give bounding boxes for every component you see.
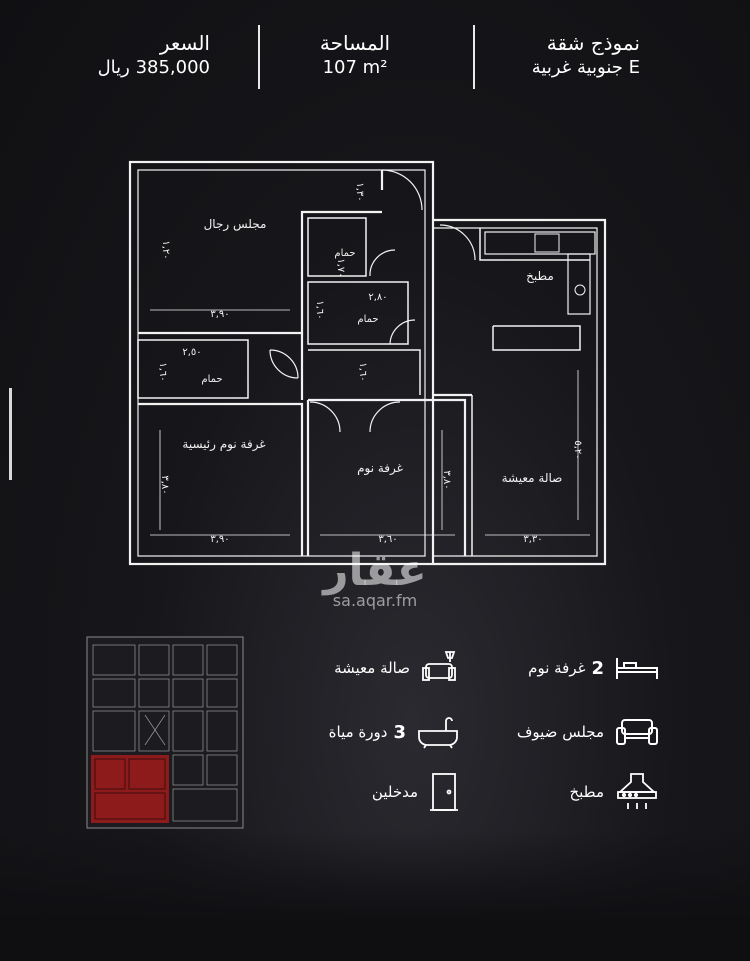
dim-bath2-width: ٢,٨٠ (368, 292, 387, 303)
header-divider (258, 25, 260, 89)
price-title: السعر (159, 31, 210, 55)
dim-majlis-width: ٣,٩٠ (210, 309, 229, 320)
range-hood-icon (617, 773, 657, 809)
aqar-watermark: عقار sa.aqar.fm (300, 545, 450, 610)
dim-bath3-height: ١,٦٠ (157, 362, 168, 381)
dim-bath1-height: ١,٧٠ (335, 258, 346, 277)
bathrooms-count: 3 (393, 721, 406, 743)
outer-wall-left (128, 160, 435, 566)
price-value: 385,000 ريال (97, 57, 210, 78)
dim-bath3-width: ٢,٥٠ (182, 347, 201, 358)
feature-entrances: مدخلين (290, 770, 460, 814)
dim-living-height: ٥,٢٠ (572, 440, 583, 459)
sofa-icon (616, 719, 658, 745)
room-label-living: صالة معيشة (502, 471, 563, 485)
bathtub-icon (418, 717, 458, 749)
feature-majlis: مجلس ضيوف (490, 710, 660, 754)
door-icon (430, 773, 458, 811)
aqar-url: sa.aqar.fm (332, 591, 418, 610)
area-block: المساحة 107 m² (300, 30, 410, 90)
room-label-majlis: مجلس رجال (204, 217, 267, 232)
kitchen-label: مطبخ (569, 783, 604, 801)
header-divider (473, 25, 475, 89)
dim-hall-height: ١,٣٠ (354, 182, 365, 201)
model-value: E جنوبية غربية (531, 57, 640, 78)
feature-bathrooms: 3 دورة مياة (290, 710, 460, 754)
area-value: 107 m² (322, 57, 388, 78)
area-title: المساحة (319, 31, 391, 55)
room-label-bath2: حمام (357, 314, 378, 325)
bedrooms-label: غرفة نوم (528, 659, 586, 677)
floor-plan: مجلس رجال حمام حمام حمام مطبخ غرفة نوم ر… (128, 160, 607, 566)
feature-kitchen: مطبخ (490, 770, 660, 814)
room-label-bath1: حمام (334, 248, 355, 259)
model-block: نموذج شقة E جنوبية غربية (490, 30, 640, 90)
room-label-master: غرفة نوم رئيسية (182, 437, 265, 452)
bed-icon (616, 658, 658, 679)
bottom-fade (0, 830, 750, 961)
room-label-kitchen: مطبخ (526, 269, 554, 283)
dim-corridor-width: ١,٦٠ (357, 362, 368, 381)
dim-bedroom-width: ٣,٦٠ (378, 534, 397, 545)
feature-living: صالة معيشة (290, 646, 460, 690)
room-label-bedroom: غرفة نوم (357, 461, 403, 476)
dim-bedroom-height: ٣,٨٠ (441, 470, 452, 489)
feature-bedrooms: 2 غرفة نوم (490, 646, 660, 690)
armchair-icon (422, 651, 456, 681)
building-key-plan (86, 636, 244, 829)
outer-wall-right (433, 218, 607, 566)
bathrooms-label: دورة مياة (328, 723, 388, 741)
model-title: نموذج شقة (546, 31, 640, 55)
aqar-logo: عقار (323, 545, 427, 596)
price-block: السعر 385,000 ريال (40, 30, 210, 90)
dim-corridor-height: ١,٢٠ (160, 240, 171, 259)
dim-bath2-height: ١,٦٠ (314, 300, 325, 319)
dim-living-width: ٣,٣٠ (523, 534, 542, 545)
bedrooms-count: 2 (591, 657, 604, 679)
scroll-indicator[interactable] (9, 388, 12, 480)
dim-master-height: ٣,٨٠ (159, 475, 170, 494)
entrances-label: مدخلين (371, 783, 418, 801)
living-label: صالة معيشة (334, 659, 410, 677)
room-label-bath3: حمام (201, 374, 222, 385)
dim-master-width: ٣,٩٠ (210, 534, 229, 545)
majlis-label: مجلس ضيوف (516, 723, 604, 741)
